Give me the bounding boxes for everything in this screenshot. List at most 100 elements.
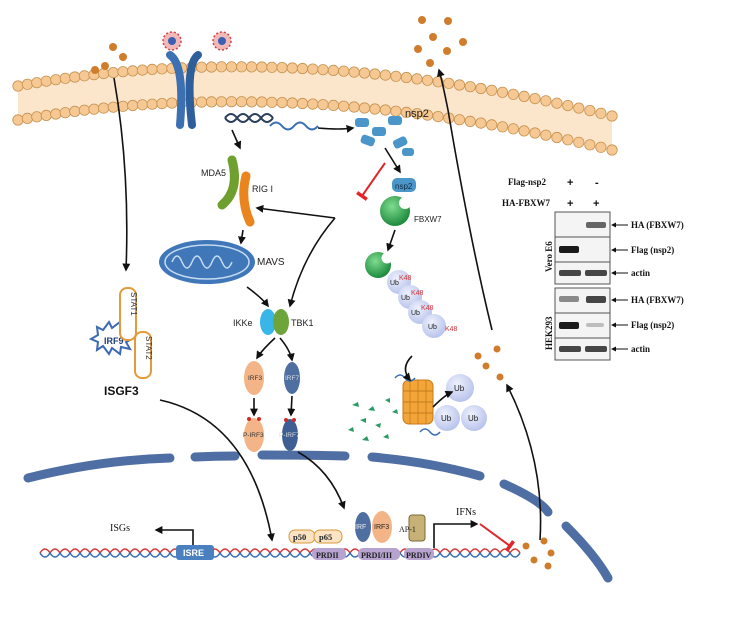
mavs-label: MAVS <box>257 257 285 268</box>
k48-label: K48 <box>421 305 434 312</box>
lipid-head <box>156 98 168 110</box>
lipid-head <box>540 95 552 107</box>
lipid-head <box>266 61 278 73</box>
lipid-head <box>551 131 563 144</box>
lipid-head <box>518 125 530 137</box>
irf3-label: IRF3 <box>248 375 262 382</box>
cell-membrane <box>12 61 618 156</box>
lipid-head <box>421 74 434 86</box>
nsp2-bound-label: nsp2 <box>395 182 413 191</box>
lipid-head <box>146 98 158 110</box>
lipid-head <box>358 102 371 114</box>
lipid-head <box>205 96 218 108</box>
lipid-head <box>432 111 444 123</box>
phospho-mark <box>247 417 251 421</box>
blot-row1-sign: - <box>595 177 599 189</box>
lipid-head <box>246 61 258 73</box>
blot-panel-hek <box>554 287 611 361</box>
p65-protein <box>313 529 343 544</box>
prdi-iii-box <box>358 548 400 560</box>
lipid-head <box>88 103 100 115</box>
nsp2-proteins <box>355 116 414 156</box>
prdiv-box <box>404 548 434 560</box>
pathway-arrows <box>113 68 542 548</box>
virus-particle <box>162 31 182 51</box>
tbk1-protein <box>273 309 289 335</box>
stat1-label: STAT1 <box>129 292 138 316</box>
lipid-head <box>338 65 350 77</box>
lipid-head <box>507 123 519 135</box>
lipid-head <box>496 121 509 133</box>
lipid-head <box>475 82 487 95</box>
lipid-head <box>529 127 541 139</box>
lipid-head <box>276 61 288 74</box>
blot-band-label: Flag (nsp2) <box>631 245 674 255</box>
lipid-head <box>205 61 218 73</box>
p50-label: p50 <box>293 532 306 542</box>
ikke-protein <box>260 309 276 335</box>
prdii-box <box>312 548 346 560</box>
prdi-iii-label: PRDI/III <box>361 551 392 560</box>
lipid-head <box>518 90 530 103</box>
lipid-head <box>453 114 466 126</box>
lipid-head <box>317 64 329 76</box>
lipid-head <box>196 61 208 73</box>
receptor <box>166 51 202 129</box>
ub-label: Ub <box>454 384 465 393</box>
lipid-head <box>78 104 91 116</box>
ub-label: Ub <box>401 295 410 302</box>
dna-strand <box>39 548 521 558</box>
lipid-head <box>595 107 607 119</box>
rigi-label: RIG I <box>252 184 273 194</box>
lipid-head <box>12 114 24 126</box>
k48-label: K48 <box>411 290 424 297</box>
p65-label: p65 <box>319 532 332 542</box>
lipid-head <box>390 70 402 82</box>
ap1-label: AP-1 <box>399 525 416 534</box>
lipid-head <box>127 65 139 77</box>
rigi-protein <box>239 171 255 227</box>
lipid-head <box>327 64 339 77</box>
lipid-head <box>98 68 110 80</box>
lipid-head <box>573 136 585 148</box>
irf7-label: IRF7 <box>285 375 299 382</box>
lipid-head <box>107 101 119 113</box>
lipid-head <box>266 96 278 108</box>
lipid-head <box>31 111 43 123</box>
phospho-mark <box>257 417 261 421</box>
ubiquitin-chain <box>387 270 446 338</box>
lipid-head <box>40 75 52 87</box>
nuclear-membrane <box>23 450 613 583</box>
ifn-dots-right <box>414 16 467 67</box>
lipid-head <box>107 67 119 79</box>
lipid-head <box>78 70 91 82</box>
blot-band-label: Flag (nsp2) <box>631 320 674 330</box>
lipid-head <box>507 88 519 100</box>
lipid-head <box>540 129 552 141</box>
stat2-label: STAT2 <box>144 336 153 360</box>
lipid-head <box>464 81 476 93</box>
lipid-head <box>236 96 248 108</box>
lipid-head <box>256 61 268 73</box>
lipid-head <box>464 115 476 128</box>
lipid-head <box>307 98 319 110</box>
lipid-head <box>225 61 238 73</box>
ifns-label: IFNs <box>456 507 476 518</box>
ub-label: Ub <box>428 324 437 331</box>
blot-row2-label: HA-FBXW7 <box>502 198 550 208</box>
degraded-fragments <box>348 398 398 441</box>
blot-panel-vero <box>554 211 611 285</box>
lipid-head <box>562 134 574 146</box>
lipid-head <box>276 97 288 109</box>
lipid-head <box>236 61 248 73</box>
lipid-head <box>573 102 585 114</box>
p-irf3-label: P-IRF3 <box>243 432 264 439</box>
ub-label: Ub <box>468 414 479 423</box>
ub-label: Ub <box>441 414 452 423</box>
lipid-head <box>606 110 618 122</box>
lipid-head <box>156 63 168 75</box>
lipid-head <box>338 100 350 112</box>
lipid-head <box>98 102 110 114</box>
lipid-head <box>606 144 618 156</box>
blot-cell-line-label: HEK293 <box>544 316 554 350</box>
